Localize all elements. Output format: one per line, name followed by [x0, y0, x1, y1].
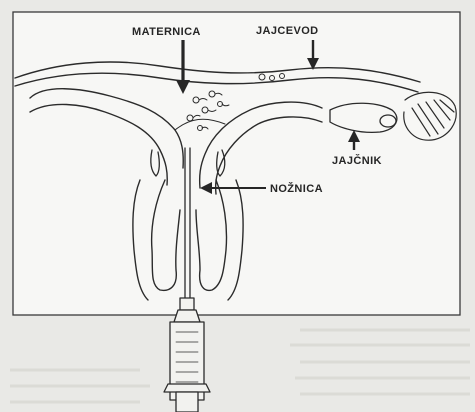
label-fallopian-tube: JAJCEVOD — [256, 25, 319, 37]
label-vagina: NOŽNICA — [270, 182, 323, 195]
diagram-panel — [13, 12, 460, 315]
label-uterus: MATERNICA — [132, 26, 201, 38]
label-ovary: JAJČNIK — [332, 154, 382, 167]
